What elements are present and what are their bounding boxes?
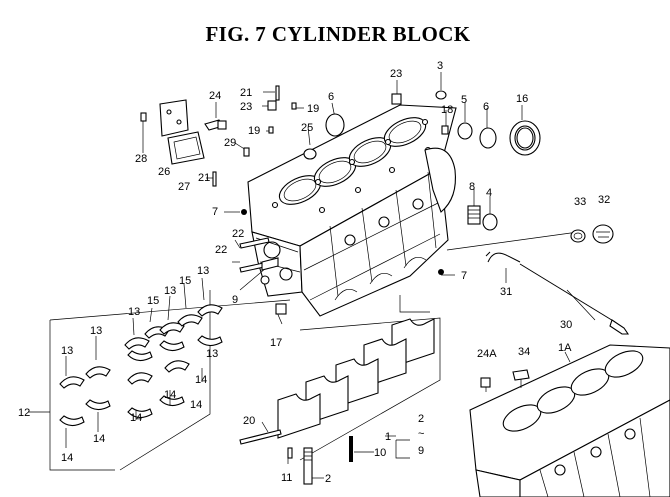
label-1: 1 xyxy=(385,431,391,443)
label-22: 22 xyxy=(232,228,244,240)
label-6: 6 xyxy=(328,91,334,103)
label-6b: 6 xyxy=(483,101,489,113)
label-14d: 14 xyxy=(130,412,142,424)
label-2: 2 xyxy=(418,413,424,425)
label-13c: 13 xyxy=(128,306,140,318)
label-15: 15 xyxy=(179,275,191,287)
label-22b: 22 xyxy=(215,244,227,256)
label-14c: 14 xyxy=(164,389,176,401)
label-26: 26 xyxy=(158,166,170,178)
label-9: 9 xyxy=(232,294,238,306)
label-9b: 9 xyxy=(418,445,424,457)
label-24A: 24A xyxy=(477,348,497,360)
label-14f: 14 xyxy=(61,452,73,464)
main-bearings xyxy=(28,277,291,471)
label-tilde: ~ xyxy=(418,428,424,440)
label-10: 10 xyxy=(374,447,386,459)
label-19: 19 xyxy=(307,103,319,115)
label-4: 4 xyxy=(486,187,492,199)
label-11: 11 xyxy=(281,472,292,484)
label-25: 25 xyxy=(301,122,313,134)
label-31: 31 xyxy=(500,286,512,298)
label-21: 21 xyxy=(240,87,252,99)
label-13f: 13 xyxy=(206,348,218,360)
label-28: 28 xyxy=(135,153,147,165)
label-14: 14 xyxy=(190,399,202,411)
label-23b: 23 xyxy=(240,101,252,113)
label-32: 32 xyxy=(598,194,610,206)
label-21b: 21 xyxy=(198,172,210,184)
label-13d: 13 xyxy=(90,325,102,337)
label-17: 17 xyxy=(270,337,282,349)
label-24: 24 xyxy=(209,90,221,102)
label-13b: 13 xyxy=(164,285,176,297)
label-7: 7 xyxy=(212,206,218,218)
bearing-caps xyxy=(239,317,441,485)
label-30: 30 xyxy=(560,319,572,331)
label-15b: 15 xyxy=(147,295,159,307)
label-3: 3 xyxy=(437,60,443,72)
label-34: 34 xyxy=(518,346,530,358)
label-29: 29 xyxy=(224,137,236,149)
part-number-labels: 23 3 6 16 24 21 23 19 18 5 6 25 19 29 28… xyxy=(18,60,610,485)
label-20: 20 xyxy=(243,415,255,427)
label-13e: 13 xyxy=(61,345,73,357)
label-7b: 7 xyxy=(461,270,467,282)
label-2b: 2 xyxy=(325,473,331,485)
label-13: 13 xyxy=(197,265,209,277)
cylinder-block-main xyxy=(247,104,457,317)
figure-title: FIG. 7 CYLINDER BLOCK xyxy=(205,22,471,46)
label-14b: 14 xyxy=(195,374,207,386)
label-1A: 1A xyxy=(558,342,572,354)
small-parts-upper xyxy=(140,85,630,335)
label-5: 5 xyxy=(461,94,467,106)
label-19b: 19 xyxy=(248,125,260,137)
label-16: 16 xyxy=(516,93,528,105)
label-18: 18 xyxy=(441,104,453,116)
label-33: 33 xyxy=(574,196,586,208)
label-12: 12 xyxy=(18,407,30,419)
label-14e: 14 xyxy=(93,433,105,445)
label-23: 23 xyxy=(390,68,402,80)
label-8: 8 xyxy=(469,181,475,193)
cylinder-block-1A xyxy=(469,344,670,497)
label-27: 27 xyxy=(178,181,190,193)
